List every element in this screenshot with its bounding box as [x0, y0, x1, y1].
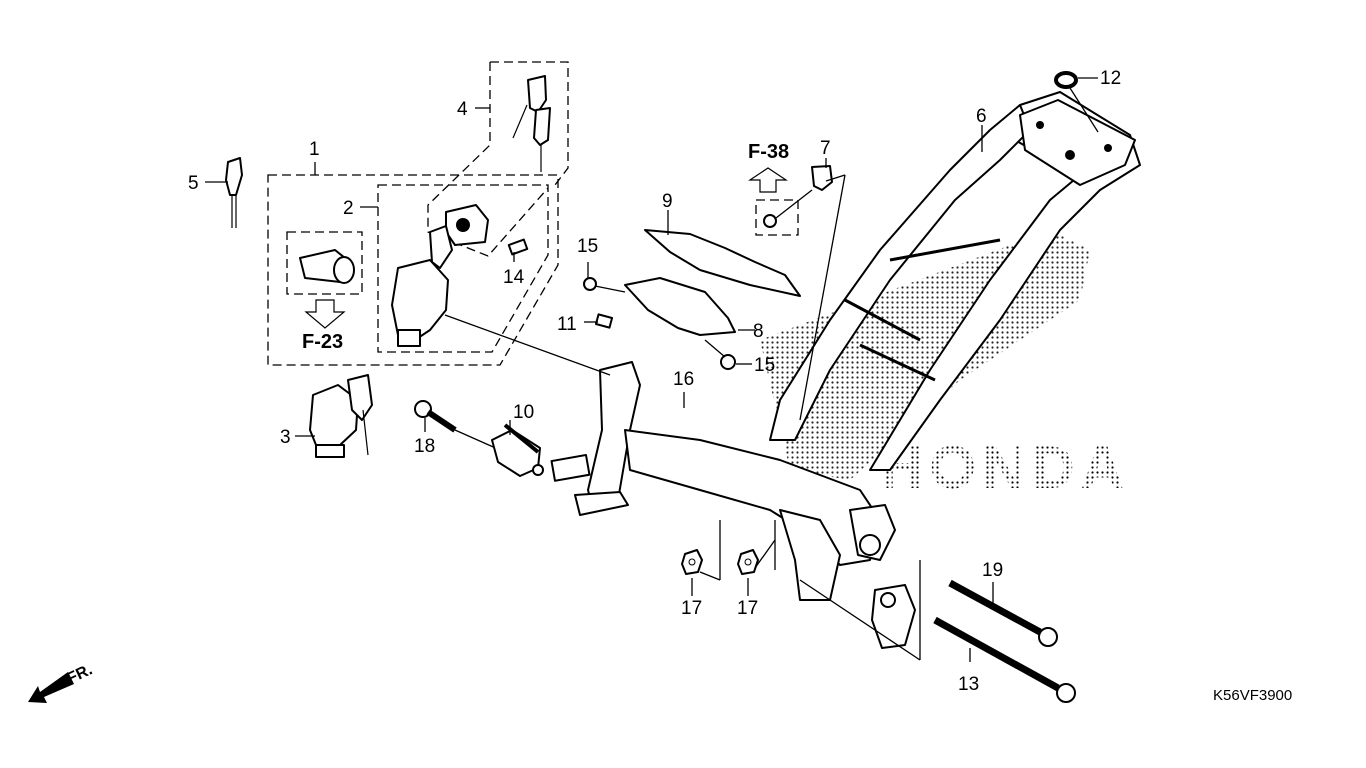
diagram-code: K56VF3900	[1213, 687, 1292, 704]
part-plate-9[interactable]	[644, 229, 801, 297]
callout-13[interactable]: 13	[958, 674, 979, 695]
callout-1[interactable]: 1	[309, 139, 320, 160]
reference-f23[interactable]: F-23	[302, 299, 346, 353]
callout-7[interactable]: 7	[820, 138, 831, 159]
callout-19[interactable]: 19	[982, 560, 1003, 581]
part-bolt-13[interactable]	[933, 616, 1076, 703]
part-bracket-7[interactable]	[755, 165, 833, 236]
callout-6[interactable]: 6	[976, 106, 987, 127]
callout-10[interactable]: 10	[513, 402, 534, 423]
reference-f38[interactable]: F-38	[748, 141, 789, 193]
part-cover[interactable]	[445, 204, 489, 246]
callouts: 1 2 3 4 5 6 7 8 9 10 11 12 13 14 15 15 1…	[188, 68, 1121, 695]
part-ignition-switch[interactable]	[391, 225, 453, 347]
part-grommet-12[interactable]	[1054, 71, 1078, 89]
part-screw-14[interactable]	[507, 238, 529, 256]
part-key-5[interactable]	[225, 157, 243, 228]
callout-8[interactable]: 8	[753, 321, 764, 342]
callout-9[interactable]: 9	[662, 191, 673, 212]
arrow-left-down-icon	[28, 672, 74, 703]
callout-12[interactable]: 12	[1100, 68, 1121, 89]
watermark-text: HONDA	[880, 434, 1130, 501]
fr-label: FR.	[65, 661, 96, 687]
callout-18[interactable]: 18	[414, 436, 435, 457]
part-ignition-switch-3[interactable]	[309, 374, 373, 458]
part-frame-6[interactable]	[550, 91, 1141, 649]
part-bracket-8[interactable]	[583, 277, 736, 370]
callout-15a[interactable]: 15	[577, 236, 598, 257]
callout-11[interactable]: 11	[557, 314, 577, 335]
part-nut-17b[interactable]	[737, 549, 759, 575]
ref-f38-label: F-38	[748, 141, 789, 163]
part-bolt-19[interactable]	[948, 579, 1058, 647]
part-keys-4[interactable]	[512, 75, 551, 172]
callout-15b[interactable]: 15	[754, 355, 775, 376]
callout-17a[interactable]: 17	[681, 598, 702, 619]
part-bolt-18[interactable]	[414, 400, 501, 451]
leader-lines	[205, 77, 1099, 662]
callout-3[interactable]: 3	[280, 427, 291, 448]
callout-17b[interactable]: 17	[737, 598, 758, 619]
callout-5[interactable]: 5	[188, 173, 199, 194]
callout-2[interactable]: 2	[343, 198, 354, 219]
ref-f23-label: F-23	[302, 331, 343, 353]
assembly-group-1	[267, 61, 569, 366]
callout-16[interactable]: 16	[673, 369, 694, 390]
part-bracket-10[interactable]	[491, 423, 544, 477]
part-lock-cylinder[interactable]	[299, 249, 355, 284]
callout-14[interactable]: 14	[503, 267, 525, 288]
part-nut-17a[interactable]	[681, 549, 703, 575]
callout-4[interactable]: 4	[457, 99, 468, 120]
front-direction-indicator: FR.	[28, 661, 95, 703]
